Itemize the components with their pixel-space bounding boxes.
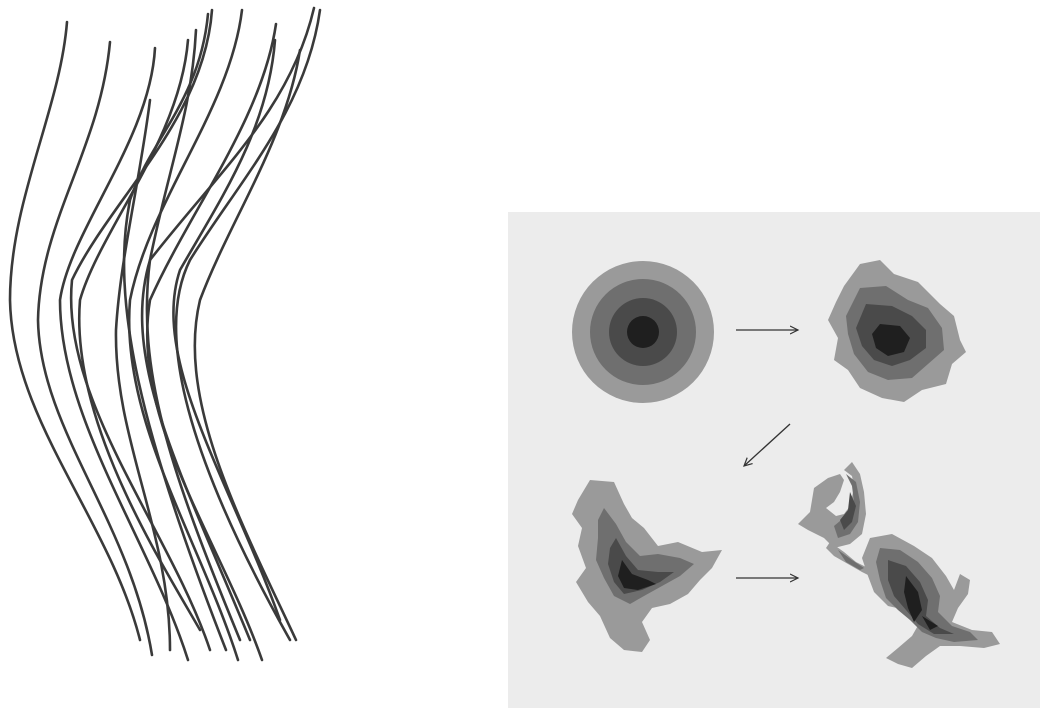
fiber-line (173, 40, 280, 620)
stage-4-fragmented-blob (798, 462, 1000, 668)
wavy-fibers-svg (0, 0, 340, 708)
stage-2-perturbed-blob (828, 260, 966, 402)
fiber-line (38, 42, 152, 655)
fiber-line (195, 50, 300, 640)
blob-sequence-panel (508, 212, 1040, 708)
stage-3-stretched-blob (572, 480, 722, 652)
wavy-fibers-panel (0, 0, 340, 708)
fiber-line (116, 100, 170, 650)
fiber-line (176, 10, 320, 640)
stage-1-concentric-circle (572, 261, 714, 403)
blob-sequence-svg (508, 212, 1040, 708)
arrow-stage2-to-stage3 (744, 424, 790, 466)
